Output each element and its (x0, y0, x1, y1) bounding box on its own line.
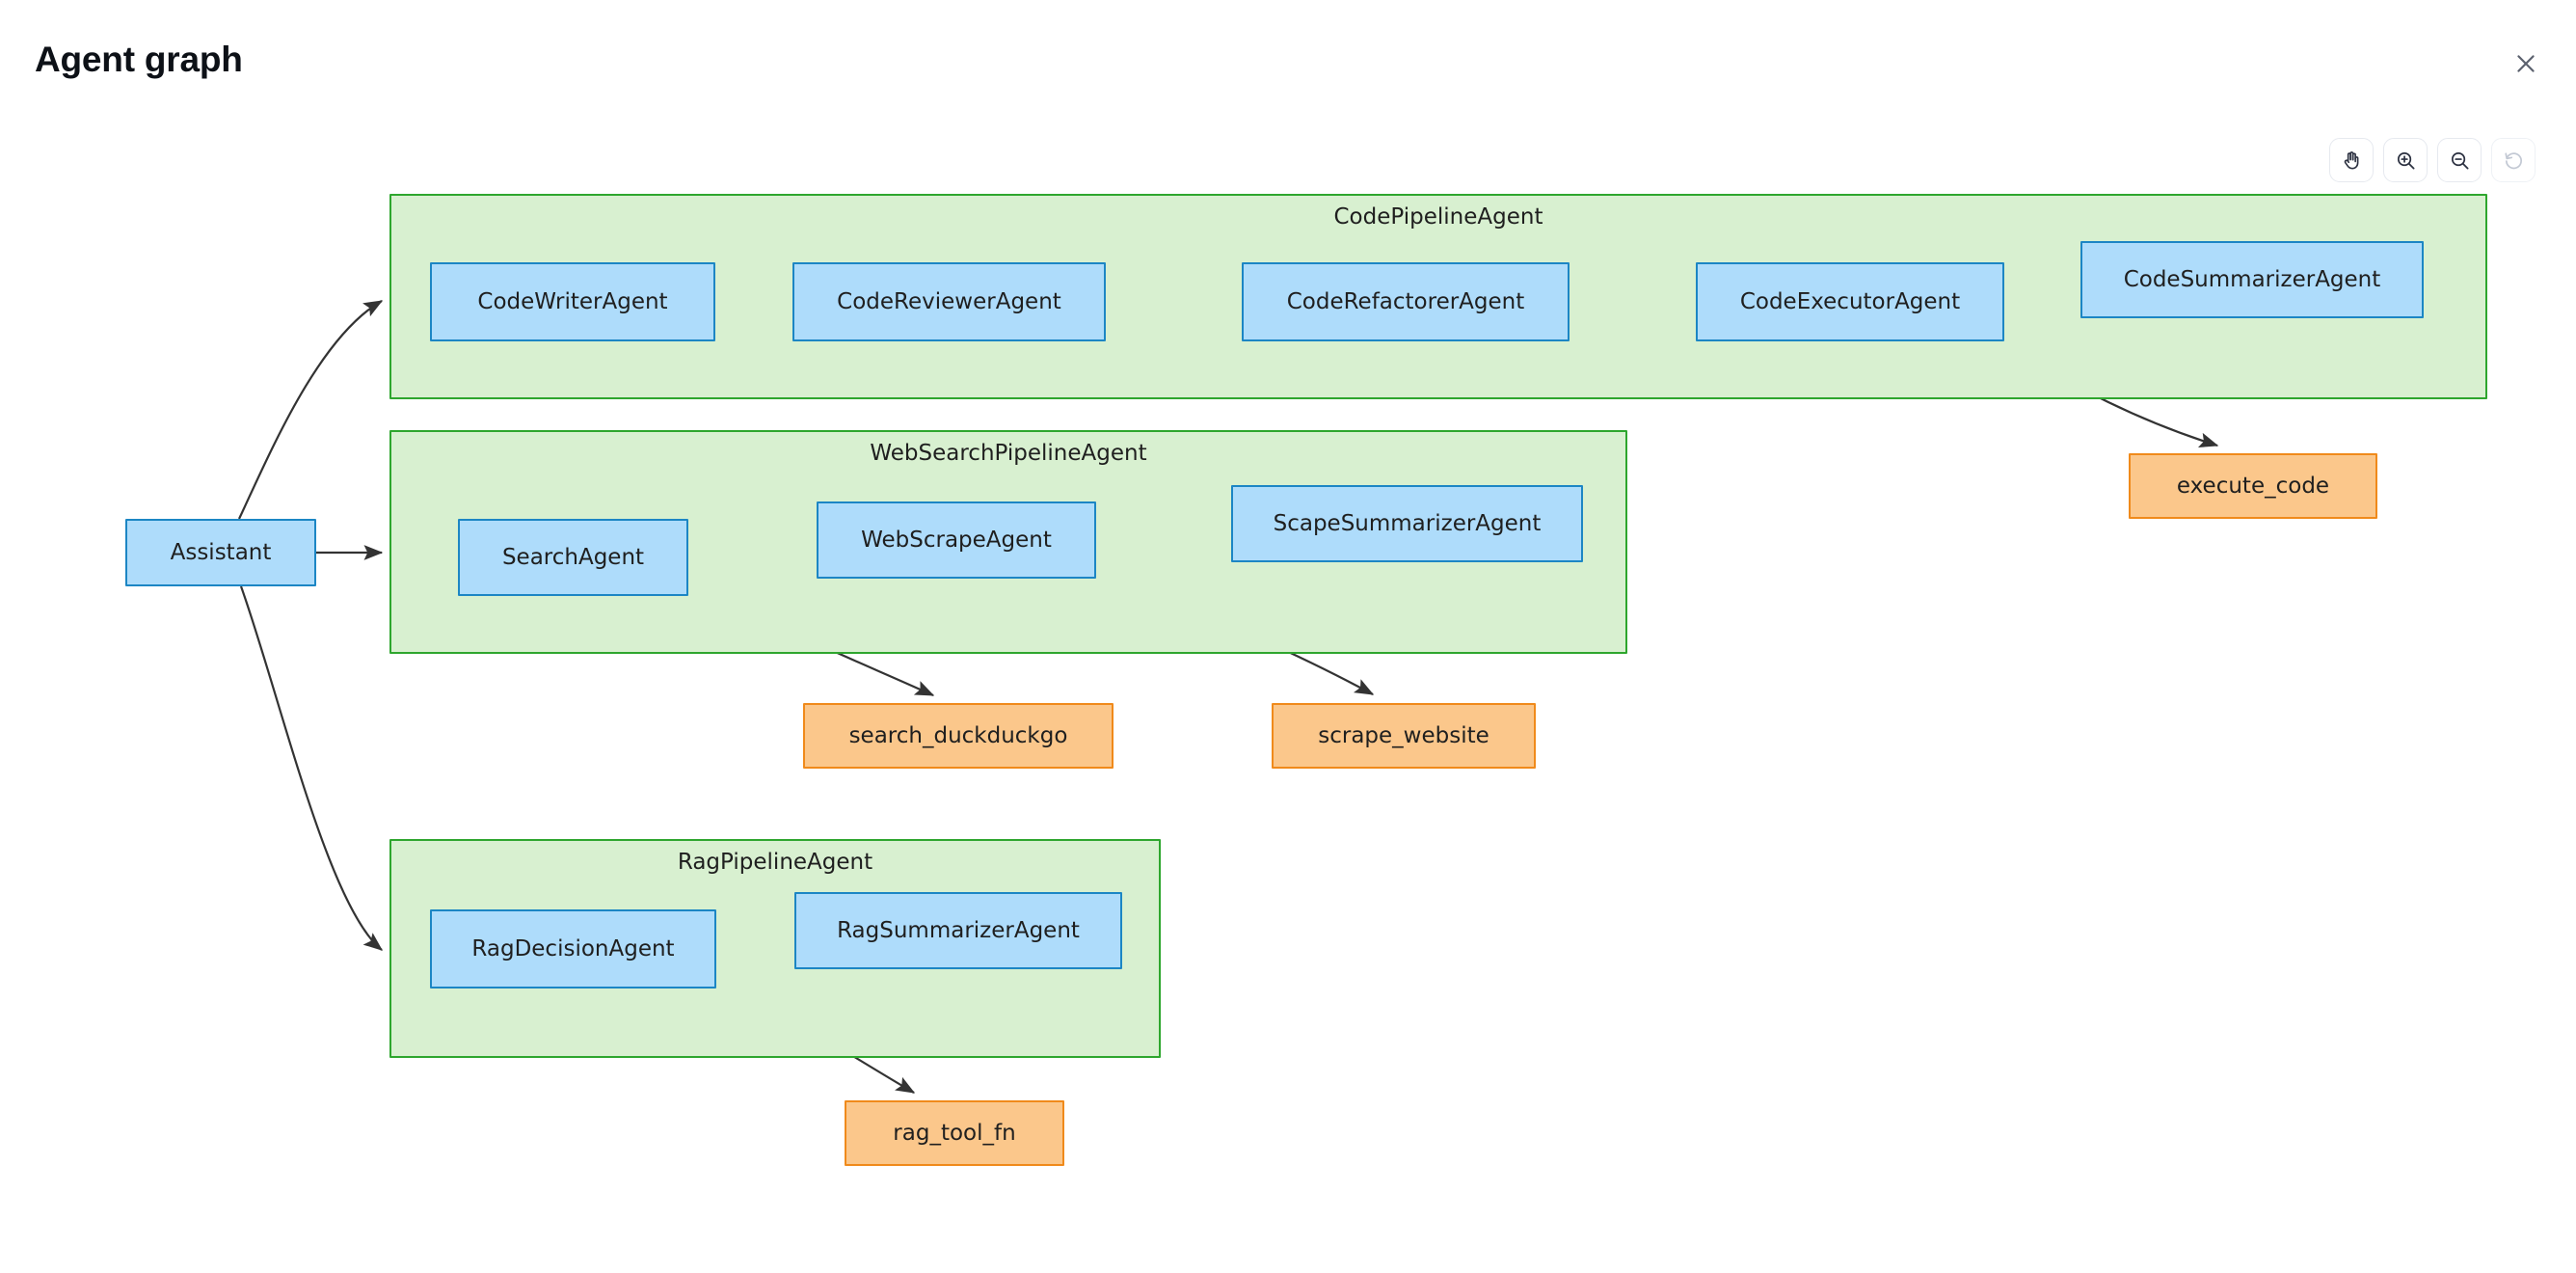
node-scape-summarizer[interactable]: ScapeSummarizerAgent (1231, 485, 1583, 562)
node-assistant[interactable]: Assistant (125, 519, 316, 586)
node-code-refactorer[interactable]: CodeRefactorerAgent (1242, 262, 1570, 341)
node-search-agent[interactable]: SearchAgent (458, 519, 688, 596)
graph-toolbar (2329, 138, 2536, 182)
node-code-summarizer[interactable]: CodeSummarizerAgent (2080, 241, 2424, 318)
group-label: WebSearchPipelineAgent (870, 441, 1147, 466)
edge-assistant-to-code-pipeline (238, 300, 384, 520)
close-icon[interactable] (2505, 42, 2547, 85)
node-execute-code[interactable]: execute_code (2129, 453, 2377, 519)
group-label: CodePipelineAgent (1333, 204, 1543, 230)
node-search-duckduckgo[interactable]: search_duckduckgo (803, 703, 1114, 769)
zoom-in-button[interactable] (2383, 138, 2428, 182)
node-code-reviewer[interactable]: CodeReviewerAgent (792, 262, 1106, 341)
node-code-writer[interactable]: CodeWriterAgent (430, 262, 715, 341)
page-title: Agent graph (35, 40, 243, 79)
group-label: RagPipelineAgent (677, 850, 873, 875)
edge-assistant-to-rag-pipeline (239, 585, 384, 951)
node-code-executor[interactable]: CodeExecutorAgent (1696, 262, 2004, 341)
node-web-scrape[interactable]: WebScrapeAgent (817, 501, 1096, 579)
node-rag-summarizer[interactable]: RagSummarizerAgent (794, 892, 1122, 969)
zoom-out-button[interactable] (2437, 138, 2482, 182)
node-rag-tool-fn[interactable]: rag_tool_fn (845, 1100, 1064, 1166)
node-rag-decision[interactable]: RagDecisionAgent (430, 909, 716, 989)
reset-view-button[interactable] (2491, 138, 2536, 182)
pan-tool-button[interactable] (2329, 138, 2374, 182)
node-scrape-website[interactable]: scrape_website (1272, 703, 1536, 769)
